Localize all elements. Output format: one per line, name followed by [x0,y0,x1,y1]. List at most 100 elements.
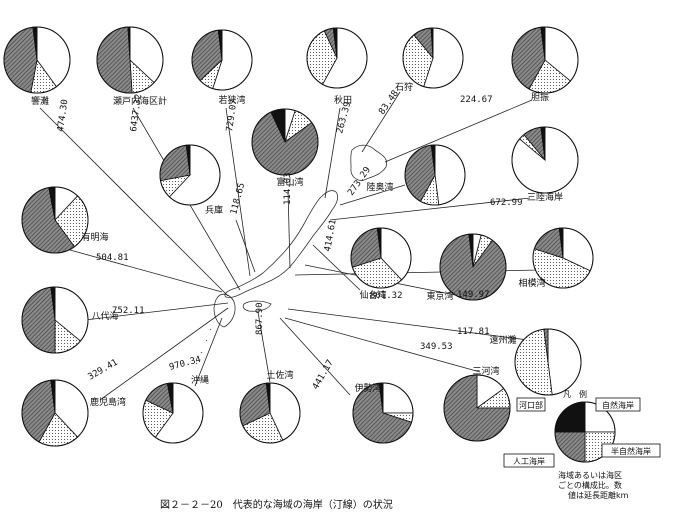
leader-line-3 [324,107,341,199]
pie-13-outline [532,227,594,289]
legend-label-hanshizen: 半自然海岸 [611,446,651,456]
pie-name-14: 八代海 [91,310,118,322]
legend-label-box-hanshizen: 半自然海岸 [601,443,661,458]
leader-line-15 [287,308,529,341]
pie-6-slice-2 [159,144,191,182]
pie-charts [3,26,594,447]
pie-5-outline [511,26,579,94]
pie-11-outline [350,227,412,289]
pie-10 [21,186,89,254]
pie-total-0: 474.30 [56,99,70,133]
pie-total-19: 867.90 [255,302,265,335]
legend-label-jinkou: 人工海岸 [513,456,545,466]
pie-name-7: 富山湾 [276,176,303,188]
legend-pie-outline [554,401,616,463]
leader-line-8 [339,184,406,206]
leader-line-7 [287,189,291,269]
pie-19 [239,382,301,444]
pie-name-8: 陸奥湾 [366,181,393,193]
leader-line-11 [312,244,361,291]
legend-label-shizen: 自然海岸 [602,400,634,410]
pie-8 [404,144,466,206]
pie-name-4: 石狩 [395,81,413,93]
pie-7 [251,108,319,176]
pie-total-2: 729.07 [225,99,239,133]
pie-name-3: 秋田 [334,94,352,106]
pie-total-7: 114.03 [283,172,293,205]
pie-5 [511,26,579,94]
pie-7-outline [251,108,319,176]
pie-9 [511,126,579,194]
pie-6 [159,144,221,206]
pie-10-outline [21,186,89,254]
legend-label-box-shizen: 自然海岸 [595,397,641,412]
pie-total-18: 970.34 [168,355,202,373]
pie-8-outline [404,144,466,206]
pie-name-15: 遠州灘 [489,334,516,346]
legend-title: 凡 例 [563,389,587,399]
leader-line-0 [39,107,229,297]
pie-total-17: 329.41 [87,358,120,383]
leader-line-16 [284,317,481,373]
pie-name-10: 有明海 [81,231,108,243]
legend-label-box-kakou: 河口部 [516,397,546,412]
pie-name-13: 相模湾 [518,277,545,289]
pie-12-outline [439,233,507,301]
pie-0 [3,26,71,94]
pie-19-outline [239,382,301,444]
leader-line-4 [361,91,401,153]
pie-12 [439,233,507,301]
pie-18 [142,382,204,444]
pie-total-10: 504.81 [96,253,129,263]
pie-0-slice-2 [3,26,38,93]
shikoku-outline [242,300,272,312]
legend-note-line-2: ごとの構成比。数 [558,480,622,490]
pie-14 [21,286,89,354]
legend-label-kakou: 河口部 [519,400,543,410]
pie-4-outline [402,27,464,89]
pie-name-9: 三陸海岸 [527,191,563,203]
leader-line-14 [84,302,229,321]
pie-1-outline [96,26,164,94]
ryukyu-dots [195,328,212,365]
pie-16 [443,374,511,442]
pie-name-12: 東京湾 [426,290,453,302]
pie-total-4: 83.48 [377,89,401,117]
pie-total-15: 117.81 [457,327,490,337]
pie-14-slice-2 [21,286,56,354]
pie-1 [96,26,164,94]
pie-3-outline [306,27,368,89]
pie-total-5: 224.67 [460,95,493,105]
leader-line-17 [99,307,229,401]
pie-total-11: 414.61 [323,219,338,253]
leader-line-9 [329,197,531,221]
leader-line-5 [384,99,533,163]
pie-15 [514,328,582,396]
pie-8-slice-0 [434,144,466,206]
pie-name-0: 響灘 [31,95,49,107]
pie-total-13: 149.97 [457,290,490,300]
leader-line-20 [279,317,351,396]
pie-17 [21,379,89,447]
pie-total-12: 801.32 [370,291,403,301]
pie-name-5: 胆振 [531,91,549,103]
pie-name-1: 瀬戸内海区計 [113,95,167,107]
pie-20-outline [352,382,414,444]
pie-17-outline [21,379,89,447]
pie-16-outline [443,374,511,442]
pie-2 [191,29,253,91]
pie-total-6: 118.65 [229,182,247,216]
pie-name-6: 兵庫 [205,204,223,216]
pie-1-slice-2 [96,26,133,94]
pie-name-20: 伊勢湾 [354,382,381,394]
pie-name-17: 鹿児島湾 [90,396,126,408]
legend-note-line-3: 値は延長距離km [568,490,629,500]
pie-15-slice-0 [547,328,582,396]
pie-13 [532,227,594,289]
pie-3 [306,27,368,89]
leader-line-18 [194,317,223,387]
pie-0-outline [3,26,71,94]
pie-18-outline [142,382,204,444]
pie-6-outline [159,144,221,206]
